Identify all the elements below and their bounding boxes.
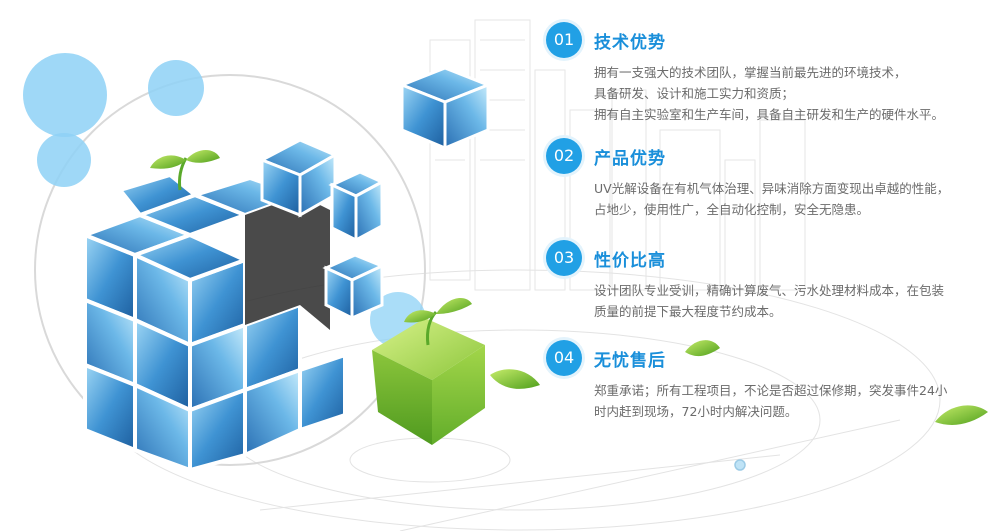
leaf-graphic [935, 405, 988, 425]
floating-cubes-graphic [258, 66, 493, 321]
feature-description-line: 时内赶到现场，72小时内解决问题。 [594, 404, 798, 419]
sprout-graphic [150, 150, 220, 191]
feature-number-badge: 02 [546, 138, 582, 174]
blue-dot-graphic [37, 133, 91, 187]
feature-title: 无忧售后 [594, 351, 666, 371]
feature-description-line: 拥有一支强大的技术团队，掌握当前最先进的环境技术， [594, 65, 907, 80]
feature-description: 设计团队专业受训，精确计算废气、污水处理材料成本，在包装 质量的前提下最大程度节… [594, 280, 994, 322]
feature-description-line: 郑重承诺；所有工程项目，不论是否超过保修期，突发事件24小 [594, 383, 948, 398]
feature-description-line: UV光解设备在有机气体治理、异味消除方面变现出卓越的性能， [594, 181, 950, 196]
feature-description: UV光解设备在有机气体治理、异味消除方面变现出卓越的性能， 占地少，使用性广，全… [594, 178, 994, 220]
cube-cavity-graphic [245, 195, 330, 330]
feature-title: 产品优势 [594, 149, 666, 169]
marker-dot-graphic [734, 459, 746, 471]
feature-number-badge: 01 [546, 22, 582, 58]
feature-description-line: 具备研发、设计和施工实力和资质； [594, 86, 795, 101]
feature-description-line: 占地少，使用性广，全自动化控制，安全无隐患。 [594, 202, 870, 217]
feature-description: 拥有一支强大的技术团队，掌握当前最先进的环境技术， 具备研发、设计和施工实力和资… [594, 62, 994, 125]
rubik-cube-graphic [79, 172, 347, 473]
blue-dot-graphic [23, 53, 107, 137]
feature-number-badge: 04 [546, 340, 582, 376]
feature-description-line: 质量的前提下最大程度节约成本。 [594, 304, 782, 319]
blue-dot-graphic [148, 60, 204, 116]
feature-description-line: 拥有自主实验室和生产车间，具备自主研发和生产的硬件水平。 [594, 107, 945, 122]
feature-description-line: 设计团队专业受训，精确计算废气、污水处理材料成本，在包装 [594, 283, 945, 298]
feature-description: 郑重承诺；所有工程项目，不论是否超过保修期，突发事件24小 时内赶到现场，72小… [594, 380, 994, 422]
leaf-graphic [490, 369, 540, 389]
outline-circle-graphic [34, 74, 426, 466]
leaf-graphic [685, 340, 720, 357]
green-cube-graphic [372, 298, 485, 445]
feature-title: 性价比高 [594, 251, 666, 271]
feature-title: 技术优势 [594, 33, 666, 53]
feature-number-badge: 03 [546, 240, 582, 276]
